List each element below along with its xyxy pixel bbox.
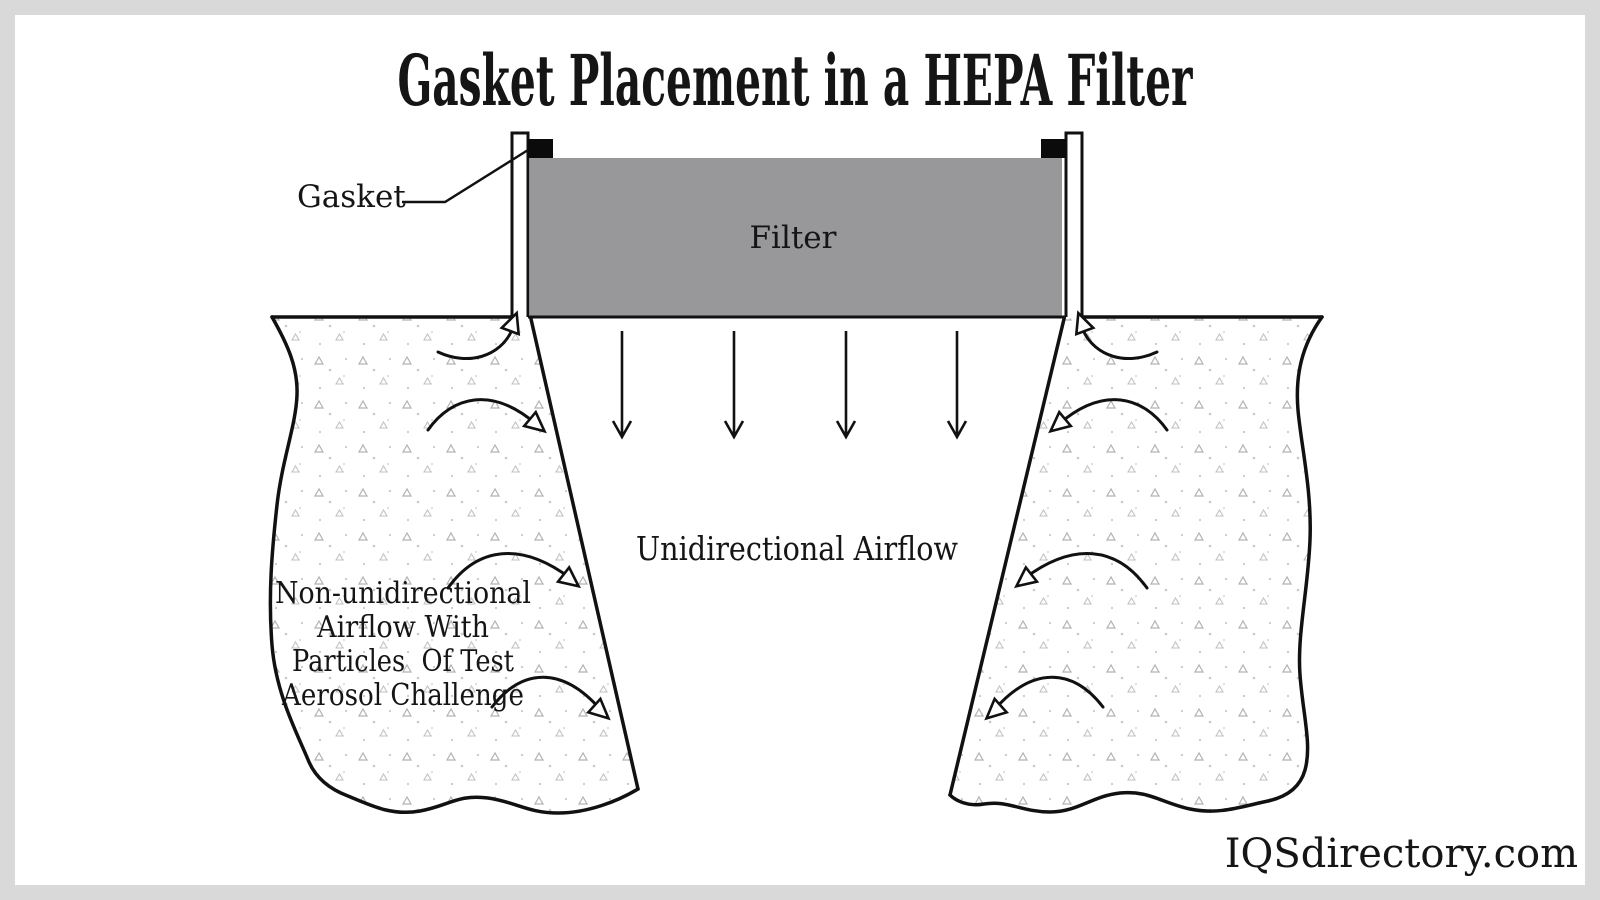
curved-arrow-head (984, 696, 1009, 721)
filter-frame-right (1064, 131, 1084, 317)
curved-arrow (446, 552, 572, 590)
non-unidirectional-label-line: Airflow With (316, 610, 489, 645)
curved-arrow (490, 675, 602, 711)
non-unidirectional-label-line: Non-unidirectional (275, 576, 531, 611)
left-curved-arrows (426, 310, 611, 721)
curved-arrow-head (586, 696, 611, 721)
diagram-title: Gasket Placement in a HEPA Filter (398, 39, 1194, 122)
left-wall (268, 315, 640, 815)
right-wall-outline (948, 315, 1324, 814)
non-unidirectional-label-line: Particles Of Test (292, 644, 514, 679)
gasket-block-right (1041, 139, 1066, 158)
curved-arrow-head (521, 409, 547, 434)
curved-arrow-head (1014, 565, 1040, 589)
down-arrow (611, 331, 633, 440)
curved-arrow (993, 675, 1105, 711)
right-wall (948, 315, 1324, 814)
non-unidirectional-label: Non-unidirectional Airflow With Particle… (275, 576, 531, 713)
gasket-label: Gasket (297, 179, 406, 215)
right-wall-slant-edge (948, 317, 1066, 797)
curved-arrow-head (555, 565, 581, 589)
left-wall-outline (268, 315, 640, 815)
curved-arrow (426, 398, 538, 432)
gasket-block-left (528, 139, 553, 158)
right-curved-arrows (984, 310, 1169, 721)
curved-arrow (436, 328, 514, 361)
watermark-text: IQSdirectory.com (1225, 831, 1578, 877)
page-background (15, 15, 1585, 885)
right-wall-texture (950, 317, 1322, 812)
filter-frame-left (510, 131, 530, 317)
gasket-leader-line (402, 148, 529, 204)
curved-arrow-head (1074, 310, 1096, 336)
left-wall-slant-edge (529, 317, 640, 791)
curved-arrow (1057, 398, 1169, 432)
filter-label: Filter (750, 220, 837, 256)
filter-body (530, 158, 1062, 317)
left-wall-texture (270, 317, 638, 813)
curved-arrow (1023, 552, 1149, 590)
curved-arrow-head (1048, 409, 1074, 434)
non-unidirectional-label-line: Aerosol Challenge (281, 678, 524, 713)
unidirectional-arrows (611, 331, 968, 440)
unidirectional-airflow-label: Unidirectional Airflow (636, 529, 958, 568)
curved-arrow-head (499, 310, 521, 336)
curved-arrow (1081, 328, 1159, 361)
down-arrow (723, 331, 745, 440)
down-arrow (946, 331, 968, 440)
down-arrow (835, 331, 857, 440)
